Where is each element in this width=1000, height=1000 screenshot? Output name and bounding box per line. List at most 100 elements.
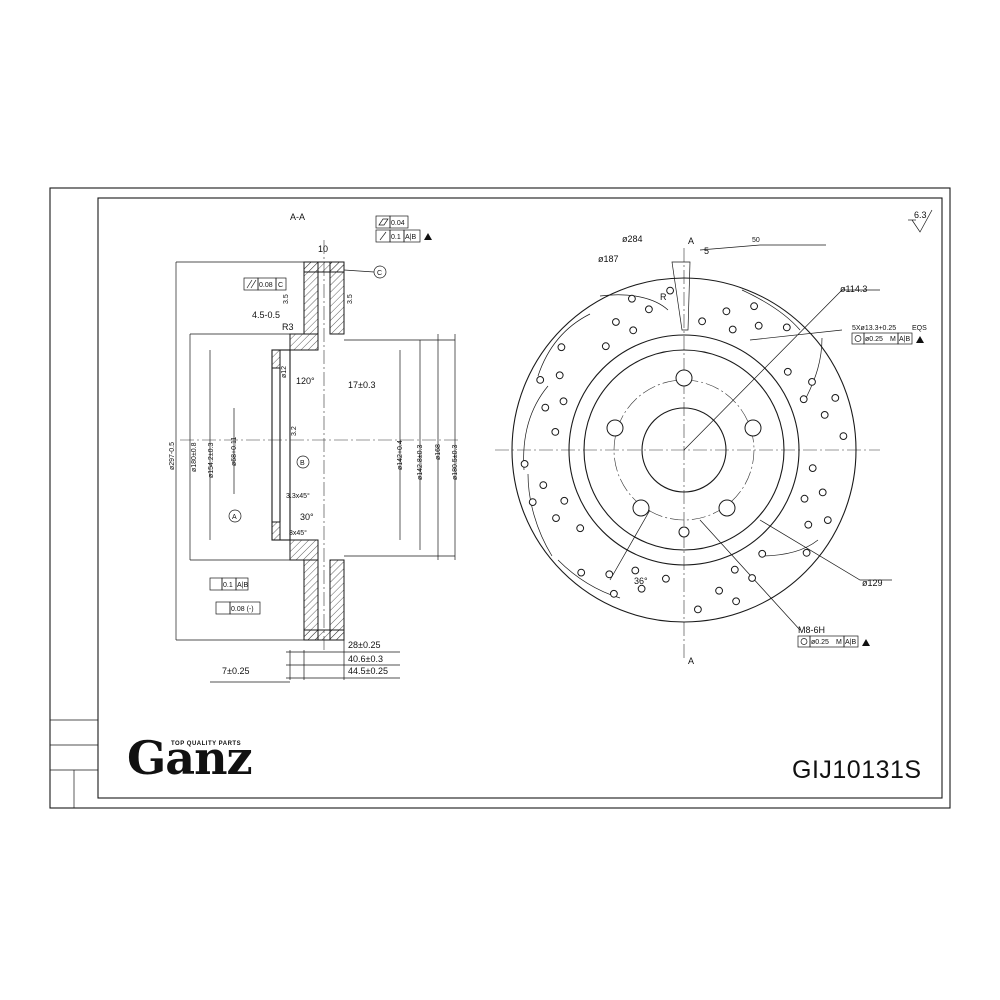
svg-text:0.1: 0.1 bbox=[391, 234, 401, 241]
drill-hole bbox=[730, 565, 739, 574]
drill-hole bbox=[722, 307, 731, 316]
svg-text:0.08: 0.08 bbox=[259, 282, 273, 289]
svg-text:ø187: ø187 bbox=[598, 254, 619, 264]
drill-hole bbox=[748, 574, 756, 582]
svg-text:30°: 30° bbox=[300, 512, 314, 522]
svg-text:ø12: ø12 bbox=[281, 366, 288, 378]
sheet-frame bbox=[49, 187, 951, 809]
svg-text:A|B: A|B bbox=[899, 336, 910, 343]
svg-text:3.2: 3.2 bbox=[291, 426, 298, 436]
drill-hole bbox=[802, 548, 811, 557]
brand-name: Ganz bbox=[127, 731, 253, 785]
drill-hole bbox=[698, 317, 706, 326]
bolt-hole bbox=[744, 419, 762, 437]
friction-inner-edge bbox=[568, 334, 800, 566]
friction-ring-inner-bottom bbox=[303, 559, 319, 641]
svg-text:A|B: A|B bbox=[405, 234, 416, 241]
roughness-icon: 6.3 bbox=[908, 209, 933, 233]
svg-text:ø180.5±0.3: ø180.5±0.3 bbox=[452, 445, 459, 480]
svg-text:EQS: EQS bbox=[912, 325, 927, 332]
drill-hole bbox=[605, 570, 614, 579]
svg-text:ø142.8±0.3: ø142.8±0.3 bbox=[417, 445, 424, 480]
drill-hole bbox=[629, 326, 638, 335]
drill-hole bbox=[555, 371, 564, 380]
drill-hole bbox=[804, 520, 813, 529]
drill-hole bbox=[559, 397, 568, 406]
drill-hole bbox=[754, 321, 763, 330]
datum-a-marker: A bbox=[228, 509, 242, 523]
svg-text:C: C bbox=[278, 282, 283, 289]
roughness-value: 6.3 bbox=[914, 210, 927, 220]
hub-face bbox=[271, 349, 291, 541]
bolt-hole bbox=[606, 419, 624, 437]
drill-hole bbox=[783, 367, 792, 376]
svg-text:ø168: ø168 bbox=[435, 444, 442, 460]
friction-ring-outer-bottom bbox=[329, 559, 345, 641]
drill-hole bbox=[799, 395, 808, 404]
drill-hole bbox=[637, 584, 646, 593]
svg-text:36°: 36° bbox=[634, 576, 648, 586]
drill-hole bbox=[732, 597, 740, 606]
svg-text:A: A bbox=[232, 514, 237, 521]
svg-text:5Xø13.3+0.25: 5Xø13.3+0.25 bbox=[852, 325, 896, 332]
section-view: A-A 10 0.04 bbox=[169, 212, 460, 683]
front-view: ø284 A 5 50 ø187 R ø114.3 5Xø13.3+0.25 E… bbox=[495, 234, 927, 666]
hat-outer-edge bbox=[583, 349, 785, 551]
bolt-hole bbox=[718, 499, 736, 517]
drill-hole bbox=[610, 589, 618, 598]
drill-hole bbox=[750, 302, 758, 311]
svg-text:7±0.25: 7±0.25 bbox=[222, 666, 249, 676]
drill-hole bbox=[831, 394, 840, 402]
svg-text:R3: R3 bbox=[282, 322, 294, 332]
svg-text:M: M bbox=[836, 639, 842, 646]
drill-hole bbox=[551, 428, 560, 436]
section-title: A-A bbox=[290, 212, 305, 222]
grooves bbox=[523, 289, 823, 599]
drill-hole bbox=[694, 605, 702, 614]
drill-hole bbox=[560, 496, 569, 505]
drill-hole bbox=[758, 549, 767, 558]
threaded-hole bbox=[678, 526, 690, 538]
svg-text:40.6±0.3: 40.6±0.3 bbox=[348, 654, 383, 664]
drill-hole bbox=[612, 318, 620, 326]
svg-text:C: C bbox=[377, 270, 382, 277]
brand-logo: Ganz TOP QUALITY PARTS bbox=[127, 731, 253, 785]
drill-holes bbox=[520, 286, 848, 614]
svg-text:ø142+0.4: ø142+0.4 bbox=[397, 440, 404, 470]
drill-hole bbox=[728, 325, 737, 334]
svg-text:5: 5 bbox=[704, 246, 709, 256]
runout-frame-lower: 0.1 A|B bbox=[209, 577, 248, 591]
drill-hole bbox=[820, 411, 829, 419]
flatness-icon: 0.04 bbox=[375, 215, 409, 229]
svg-text:4.5-0.5: 4.5-0.5 bbox=[252, 310, 280, 320]
svg-text:50: 50 bbox=[752, 237, 760, 244]
svg-text:0.1: 0.1 bbox=[223, 582, 233, 589]
position-icon-lower: ø0.25 M A|B bbox=[797, 635, 870, 648]
position-icon: ø0.25 M A|B bbox=[851, 332, 924, 345]
drill-hole bbox=[839, 432, 848, 441]
center-bore bbox=[641, 407, 727, 493]
svg-text:0.04: 0.04 bbox=[391, 220, 405, 227]
svg-text:M: M bbox=[890, 336, 896, 343]
friction-ring-outer-top bbox=[329, 261, 345, 335]
drill-hole bbox=[645, 305, 653, 314]
svg-text:ø68+0.11: ø68+0.11 bbox=[231, 437, 238, 466]
svg-text:ø0.25: ø0.25 bbox=[811, 639, 829, 646]
parallelism-icon: 0.08 C bbox=[243, 277, 287, 291]
svg-text:ø154.2±0.3: ø154.2±0.3 bbox=[208, 443, 215, 478]
runout-icon: 0.1 A|B bbox=[375, 229, 432, 243]
svg-text:120°: 120° bbox=[296, 376, 315, 386]
disc-outer-edge bbox=[511, 277, 857, 623]
drill-hole bbox=[577, 568, 586, 577]
part-number: GIJ10131S bbox=[792, 756, 922, 784]
drill-hole bbox=[552, 514, 560, 522]
svg-text:M8-6H: M8-6H bbox=[798, 625, 825, 635]
svg-text:3.5: 3.5 bbox=[283, 294, 290, 304]
drill-hole bbox=[662, 574, 670, 583]
drill-hole bbox=[823, 516, 832, 524]
svg-text:ø0.25: ø0.25 bbox=[865, 336, 883, 343]
drill-hole bbox=[800, 494, 809, 503]
drill-hole bbox=[715, 586, 723, 595]
svg-text:R: R bbox=[660, 292, 667, 302]
